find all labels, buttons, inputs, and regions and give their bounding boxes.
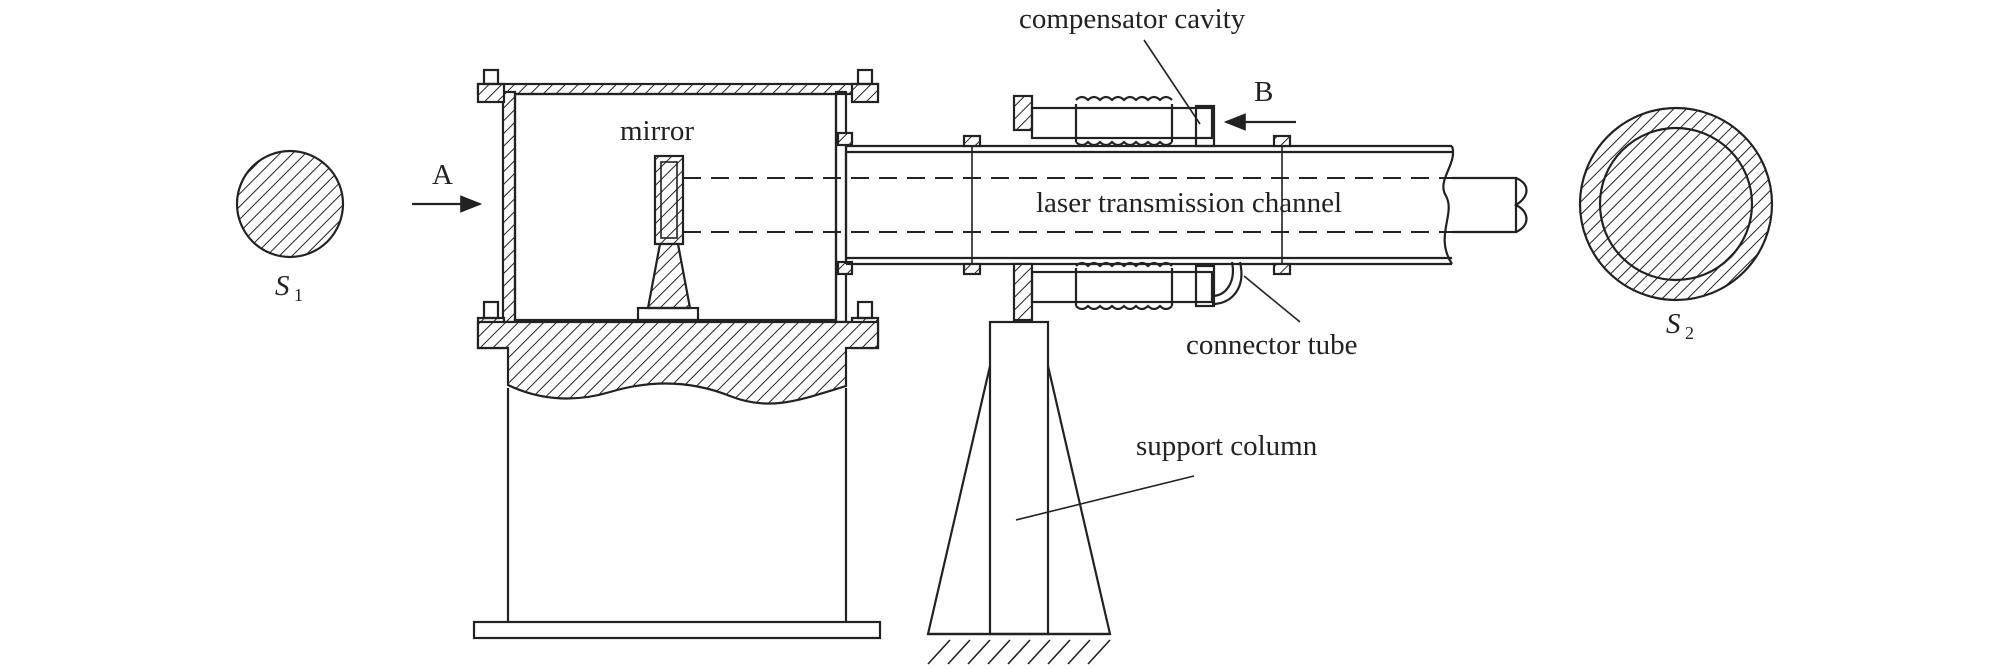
arrow-b-label: B	[1254, 76, 1273, 108]
mirror-mount	[646, 242, 692, 310]
connector-tube-outer	[1211, 261, 1243, 306]
bolt-head-top-left	[482, 68, 500, 86]
end-ring-lower	[1194, 264, 1216, 308]
top-plate	[476, 82, 880, 96]
mirror-element	[653, 154, 685, 246]
section-s2: S 2	[1578, 106, 1774, 343]
compensator-cavity: compensator cavity connector tube	[1012, 3, 1358, 361]
bolt-top-left	[476, 82, 506, 104]
stand-foot	[472, 620, 882, 640]
flange-upper	[1012, 94, 1034, 132]
end-ring-upper	[1194, 104, 1216, 148]
nut-2-bottom	[1272, 262, 1292, 276]
mirror-base	[636, 306, 700, 322]
s1-subscript: 1	[294, 285, 303, 305]
compensator-label: compensator cavity	[1019, 3, 1246, 35]
cavity-lower-shell	[1030, 270, 1214, 304]
connector-tube	[1211, 261, 1234, 298]
s1-label: S	[275, 270, 290, 302]
base-block	[476, 320, 880, 405]
connector-label: connector tube	[1186, 329, 1358, 361]
laser-label: laser transmission channel	[1036, 187, 1342, 219]
bracket-upper	[836, 131, 854, 147]
ground-hatch	[927, 639, 1111, 665]
support-label: support column	[1136, 430, 1318, 462]
arrow-b: B	[1223, 76, 1296, 131]
mirror: mirror	[620, 115, 700, 322]
section-s1: S 1	[235, 149, 345, 305]
cavity-upper-shell	[1030, 106, 1214, 140]
nut-1-top	[962, 134, 982, 148]
s2-label: S	[1666, 308, 1681, 340]
bolt-head-top-right	[856, 68, 874, 86]
flange-lower	[1012, 262, 1034, 322]
inner-tube-end	[1452, 176, 1518, 234]
s2-ring-outer	[1578, 106, 1774, 302]
s2-ring-inner	[1598, 126, 1754, 282]
bolt-top-right	[850, 82, 880, 104]
support-column: support column	[926, 320, 1318, 665]
column-tapered-brace	[926, 365, 1112, 636]
mirror-face	[660, 161, 678, 239]
transmission-pipe: laser transmission channel	[844, 134, 1528, 276]
right-wall	[834, 90, 848, 324]
bolt-head-bottom-right	[856, 300, 874, 320]
s2-subscript: 2	[1685, 323, 1694, 343]
inner-tube-break	[1513, 176, 1528, 234]
arrow-a-label: A	[432, 159, 453, 191]
left-wall	[501, 90, 517, 324]
arrow-a: A	[412, 159, 483, 213]
bellows-lower	[1074, 261, 1174, 311]
bolt-head-bottom-left	[482, 300, 500, 320]
mirror-housing	[472, 68, 882, 640]
connector-leader	[1243, 275, 1301, 323]
nut-2-top	[1272, 134, 1292, 148]
pipe-break	[1442, 145, 1455, 265]
mirror-label: mirror	[620, 115, 694, 147]
support-leader	[1015, 475, 1195, 521]
compensator-leader	[1143, 39, 1201, 125]
nut-1-bottom	[962, 262, 982, 276]
s1-solid-section	[235, 149, 345, 259]
column-post	[988, 320, 1050, 636]
bellows-upper	[1074, 95, 1174, 147]
